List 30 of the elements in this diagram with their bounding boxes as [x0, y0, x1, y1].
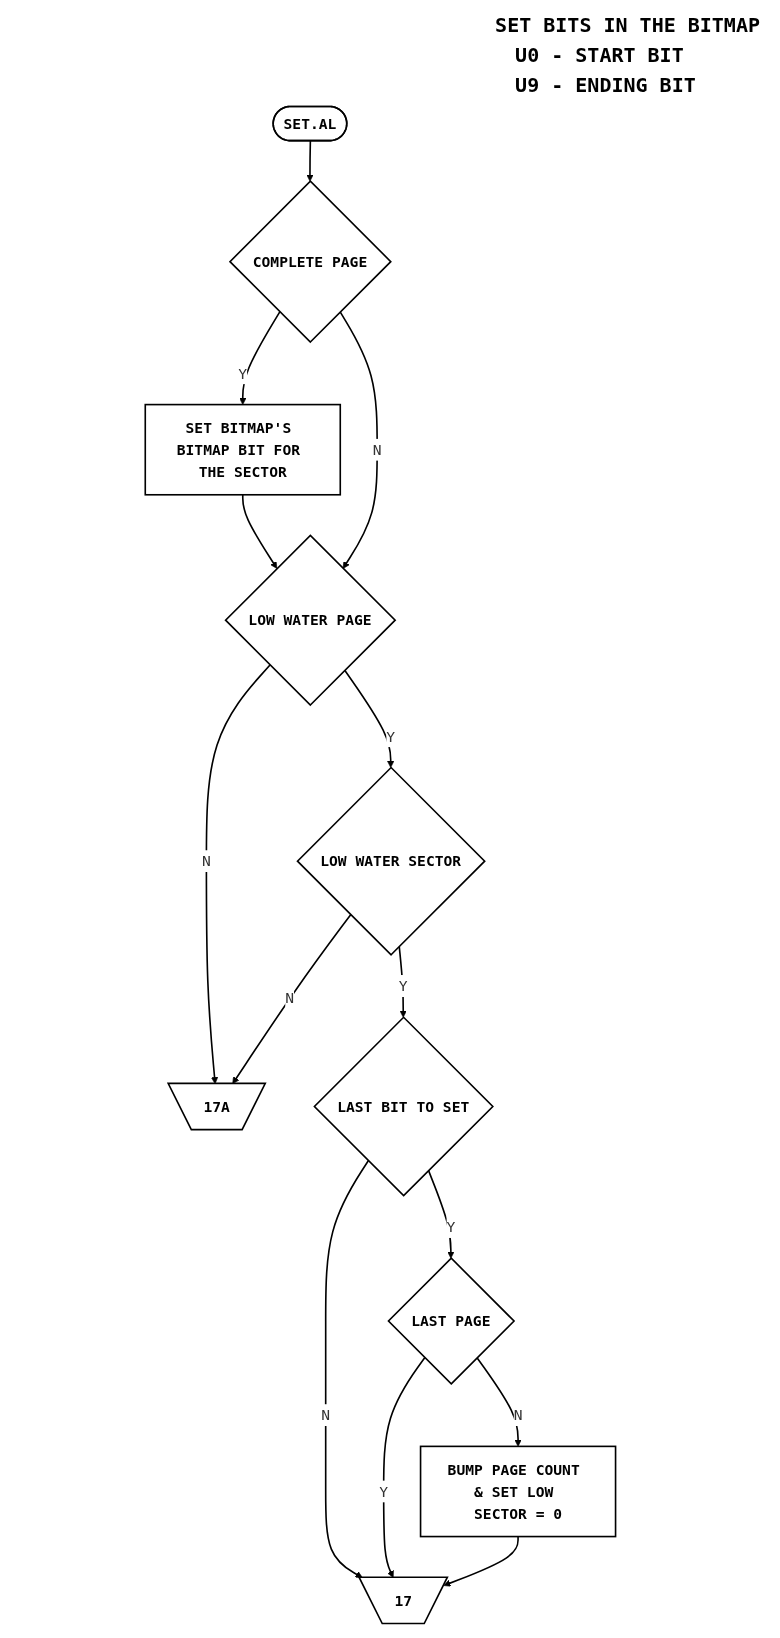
edge-label: Y	[385, 727, 395, 745]
arrow	[338, 311, 378, 569]
edge-label: N	[513, 1406, 523, 1424]
note-text: SET BITS IN THE BITMAP	[495, 12, 760, 39]
node-diamond: COMPLETE PAGE	[228, 180, 392, 344]
node-box: BUMP PAGE COUNT & SET LOW SECTOR = 0	[419, 1445, 616, 1538]
edge-label: Y	[378, 1482, 388, 1500]
node-diamond: LAST PAGE	[386, 1257, 515, 1385]
arrow	[305, 140, 314, 182]
arrow	[343, 669, 394, 768]
arrow	[238, 311, 281, 405]
note-text: U9 - ENDING BIT	[515, 72, 697, 99]
node-diamond: LOW WATER SECTOR	[295, 766, 486, 956]
arrow	[427, 1169, 454, 1259]
edge-label: N	[372, 441, 382, 459]
edge-label: N	[284, 989, 294, 1007]
edge-label: N	[320, 1406, 330, 1424]
arrow	[475, 1356, 522, 1447]
edge-label: Y	[446, 1218, 455, 1236]
arrow	[382, 1356, 426, 1578]
edge-label: Y	[237, 364, 247, 382]
edge-label: N	[201, 852, 211, 870]
edge-label: Y	[398, 977, 408, 995]
arrow	[443, 1535, 519, 1587]
arrow	[241, 493, 277, 569]
node-diamond: LAST BIT TO SET	[312, 1016, 494, 1197]
node-box: SET BITMAP'S BITMAP BIT FOR THE SECTOR	[144, 403, 341, 496]
arrow	[324, 1159, 369, 1578]
node-diamond: LOW WATER PAGE	[224, 534, 396, 707]
note-text: U0 - START BIT	[515, 42, 685, 69]
